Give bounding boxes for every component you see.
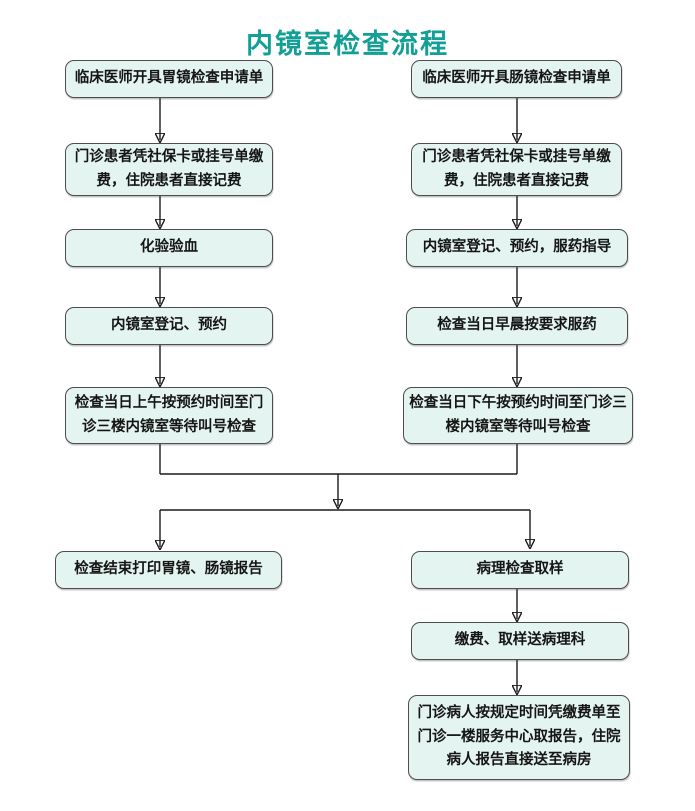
step-pay-send-pathology: 缴费、取样送病理科 (411, 622, 629, 660)
step-take-medication-morning: 检查当日早晨按要求服药 (406, 307, 628, 345)
step-wait-morning: 检查当日上午按预约时间至门诊三楼内镜室等待叫号检查 (65, 387, 273, 444)
step-registration-med-guide: 内镜室登记、预约，服药指导 (406, 229, 628, 267)
step-wait-afternoon: 检查当日下午按预约时间至门诊三楼内镜室等待叫号检查 (403, 387, 633, 444)
step-collect-report: 门诊病人按规定时间凭缴费单至门诊一楼服务中心取报告，住院病人报告直接送至病房 (408, 695, 630, 780)
step-pathology-sampling: 病理检查取样 (411, 551, 629, 589)
step-payment-left: 门诊患者凭社保卡或挂号单缴费，住院患者直接记费 (65, 143, 273, 196)
step-blood-test: 化验验血 (65, 229, 273, 267)
merge-split-connector (160, 444, 530, 547)
step-payment-right: 门诊患者凭社保卡或挂号单缴费，住院患者直接记费 (411, 143, 622, 196)
page-title: 内镜室检查流程 (246, 29, 449, 59)
step-endoscopy-registration: 内镜室登记、预约 (65, 307, 273, 345)
step-colonoscopy-request: 临床医师开具肠镜检查申请单 (411, 60, 622, 98)
step-print-report: 检查结束打印胃镜、肠镜报告 (55, 551, 282, 589)
step-gastroscopy-request: 临床医师开具胃镜检查申请单 (65, 60, 273, 98)
